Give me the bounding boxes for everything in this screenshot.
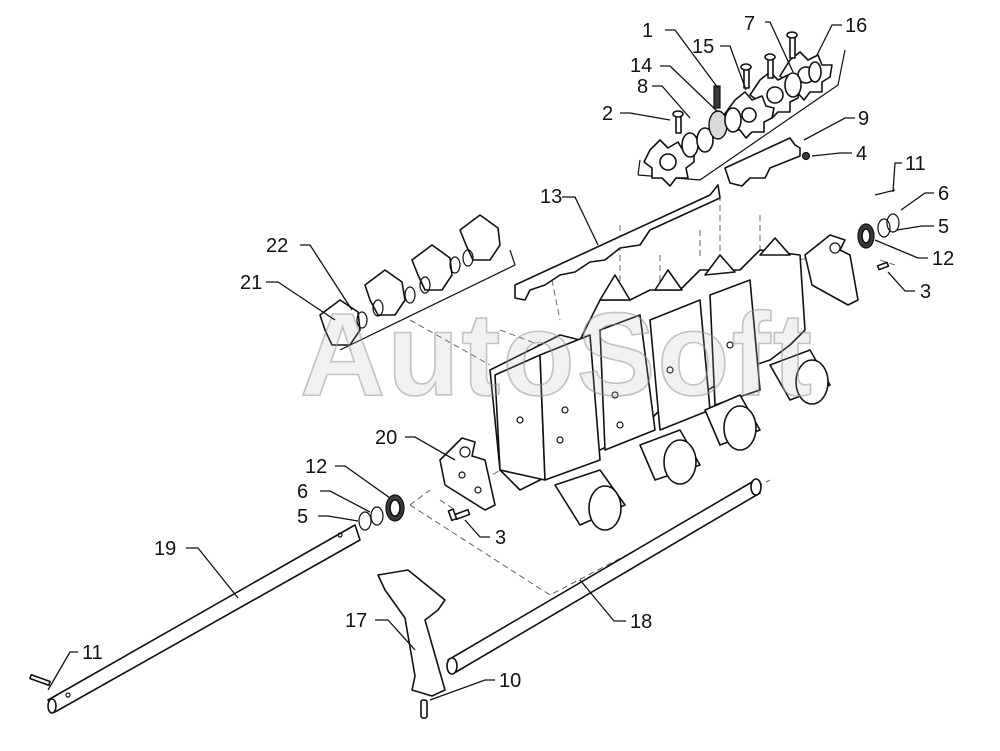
lever-arm-17 [377,569,446,697]
shaft-19 [47,524,361,714]
side-plate-right [804,189,900,306]
shaft-18 [446,478,762,675]
callout-5-right: 5 [938,216,949,238]
callout-16: 16 [845,15,867,37]
callout-labels: 1 14 15 7 16 8 2 9 4 11 6 5 12 3 13 22 2… [82,13,954,692]
callout-1: 1 [642,20,653,42]
callout-13: 13 [540,186,562,208]
bearing-left [358,494,405,531]
roller-cylinders [554,349,831,531]
callout-2: 2 [602,103,613,125]
callout-8: 8 [637,76,648,98]
bolts-top [672,31,798,134]
callout-14: 14 [630,55,652,77]
callout-9: 9 [858,108,869,130]
callout-18: 18 [630,611,652,633]
main-frame-assembly [489,237,831,531]
callout-4: 4 [856,143,867,165]
pin-10 [420,699,428,719]
callout-12-left: 12 [305,456,327,478]
bracket-13 [514,184,721,301]
callout-21: 21 [240,272,262,294]
callout-15: 15 [692,36,714,58]
leader-lines [47,21,934,701]
cam-lever-assembly [319,214,516,351]
callout-10: 10 [499,670,521,692]
cam-lever-21 [319,299,361,346]
callout-3-right: 3 [920,281,931,303]
callout-5-left: 5 [297,506,308,528]
callout-11-top: 11 [905,153,926,175]
side-plate-20 [439,437,496,511]
callout-20: 20 [375,427,397,449]
bolt-3-left [447,508,471,522]
star-rotor-2 [643,139,695,187]
callout-19: 19 [154,538,176,560]
watermark: AutoSoft [300,289,814,421]
bracket-9 [724,137,811,187]
callout-17: 17 [345,610,367,632]
rotor-stack-assembly [637,31,846,187]
callout-7: 7 [744,13,755,35]
callout-22: 22 [266,235,288,257]
callout-11-bottom: 11 [82,642,103,664]
pin-11-bottom [29,673,51,687]
callout-12-right: 12 [932,248,954,270]
callout-3-left: 3 [495,527,506,549]
callout-6-left: 6 [297,481,308,503]
callout-6-right: 6 [938,183,949,205]
